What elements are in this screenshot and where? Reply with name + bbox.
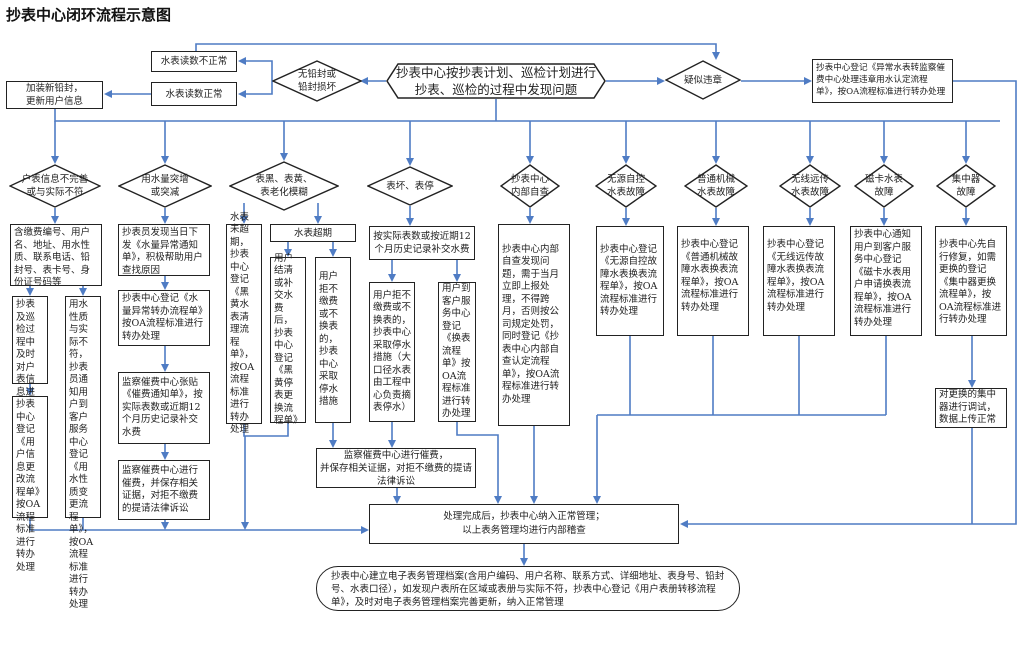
meter-expired-box: 水表超期 bbox=[270, 224, 356, 242]
decision-label: 集中器 故障 bbox=[951, 174, 981, 198]
start-hexagon-text: 抄表中心按抄表计划、巡检计划进行 抄表、巡检的过程中发现问题 bbox=[395, 65, 596, 97]
diagram-title: 抄表中心闭环流程示意图 bbox=[6, 6, 172, 24]
reading-normal-box: 水表读数正常 bbox=[151, 82, 237, 106]
decision-label: 表黑、表黄、 表老化模糊 bbox=[255, 174, 313, 198]
meter-blurry-decision: 表黑、表黄、 表老化模糊 bbox=[229, 161, 339, 211]
user-info-update-box: 抄表及巡检过程中及时对户表信息进行补充更新 bbox=[12, 296, 48, 435]
violation-action-box: 抄表中心登记《异常水表转监察催费中心处理违章用水认定流程单》，按OA流程标准进行… bbox=[812, 59, 953, 103]
magnetic-card-meter-box: 抄表中心通知用户到客户服务中心登记《磁卡水表用户申请换表流程单》，按OA流程标准… bbox=[850, 226, 922, 336]
decision-label: 无线远传 水表故障 bbox=[790, 174, 829, 198]
user-info-change-form-box: 抄表中心登记《用户信息更改流程单》按OA流程标准进行转办处理 bbox=[12, 396, 48, 573]
meter-broken-decision: 表坏、表停 bbox=[367, 166, 453, 206]
decision-label: 抄表中心 内部自查 bbox=[510, 174, 549, 198]
user-info-fields-box: 含缴费编号、用户名、地址、用水性质、联系电话、铅封号、表卡号、身份证号码等 bbox=[10, 224, 102, 288]
passive-meter-box: 抄表中心登记《无源自控故障水表换表流程单》，按OA流程标准进行转办处理 bbox=[596, 226, 664, 336]
usage-notice-box: 抄表员发现当日下发《水量异常通知单》，积极帮助用户查找原因 bbox=[118, 224, 210, 276]
mechanical-meter-box: 抄表中心登记《普通机械故障水表换表流程单》，按OA流程标准进行转办处理 bbox=[677, 226, 749, 336]
mechanical-meter-decision: 普通机械 水表故障 bbox=[684, 164, 748, 208]
decision-label: 户表信息不完善 或与实际不符 bbox=[21, 174, 89, 198]
add-seal-box: 加装新铅封， 更新用户信息 bbox=[6, 81, 103, 109]
decision-label: 普通机械 水表故障 bbox=[696, 174, 735, 198]
expired-collection-box: 监察催费中心进行催费， 并保存相关证据，对拒不缴费的提请法律诉讼 bbox=[316, 448, 476, 488]
connector-arrow bbox=[680, 80, 1017, 528]
usage-collection-notice-box: 监察催费中心张贴《催费通知单》，按实际表数或近期12个月历史记录补交水费 bbox=[118, 372, 210, 444]
decision-label: 磁卡水表 故障 bbox=[864, 174, 903, 198]
broken-meter-payment-box: 按实际表数或按近期12个月历史记录补交水费 bbox=[369, 226, 475, 260]
usage-change-decision: 用水量突增 或突减 bbox=[118, 164, 212, 208]
connector-line bbox=[243, 423, 289, 437]
usage-transfer-box: 抄表中心登记《水量异常转办流程单》按OA流程标准进行转办处理 bbox=[118, 290, 210, 346]
wireless-meter-box: 抄表中心登记《无线远传故障水表换表流程单》，按OA流程标准进行转办处理 bbox=[763, 226, 835, 336]
connector-arrow bbox=[456, 422, 502, 504]
passive-meter-decision: 无源自控 水表故障 bbox=[595, 164, 657, 208]
decision-label: 用水量突增 或突减 bbox=[141, 174, 189, 198]
connector-arrow bbox=[238, 57, 273, 81]
seal-decision: 无铅封或 铅封损坏 bbox=[272, 60, 362, 102]
broken-refuse-box: 用户拒不缴费或不换表的，抄表中心采取停水措施（大口径水表由工程中心负责摘表停水） bbox=[369, 282, 415, 422]
concentrator-repair-box: 抄表中心先自行修复，如需更换的登记《集中器更换流程单》，按OA流程标准进行转办处… bbox=[935, 226, 1007, 336]
archive-terminal: 抄表中心建立电子表务管理档案(含用户编码、用户名称、联系方式、详细地址、表身号、… bbox=[316, 566, 740, 611]
connector-line bbox=[54, 109, 1000, 122]
connector-arrow bbox=[29, 518, 369, 534]
user-info-decision: 户表信息不完善 或与实际不符 bbox=[9, 164, 101, 208]
self-check-box: 抄表中心内部自查发现问题，需于当月立即上报处理，不得跨月，否则按公司规定处罚，同… bbox=[498, 224, 570, 426]
start-hexagon: 抄表中心按抄表计划、巡检计划进行 抄表、巡检的过程中发现问题 bbox=[386, 63, 606, 99]
magnetic-card-decision: 磁卡水表 故障 bbox=[854, 164, 914, 208]
reading-abnormal-box: 水表读数不正常 bbox=[151, 51, 237, 72]
wireless-meter-decision: 无线远传 水表故障 bbox=[779, 164, 841, 208]
decision-label: 无源自控 水表故障 bbox=[606, 174, 645, 198]
completion-box: 处理完成后，抄表中心纳入正常管理； 以上表务管理均进行内部稽查 bbox=[369, 504, 679, 544]
concentrator-test-box: 对更换的集中器进行调试，数据上传正常 bbox=[935, 388, 1007, 428]
connector-arrow bbox=[238, 81, 273, 98]
expired-paid-box: 用户结清或补交水费后，抄表中心登记《黑黄停表更换流程单》 bbox=[270, 253, 306, 426]
self-check-decision: 抄表中心 内部自查 bbox=[500, 164, 560, 208]
concentrator-decision: 集中器 故障 bbox=[936, 164, 996, 208]
water-nature-change-box: 用水性质与实际不符，抄表员通知用户到客户服务中心登记《用水性质变更流程单》，按O… bbox=[65, 296, 101, 610]
broken-replace-box: 用户到客户服务中心登记《换表流程单》按OA流程标准进行转办处理 bbox=[438, 282, 476, 422]
connector-arrow bbox=[195, 43, 720, 60]
violation-decision: 疑似违章 bbox=[665, 60, 741, 100]
meter-not-expired-box: 水表未超期，抄表中心登记《黑黄水表清理流程单》，按OA流程标准进行转办处理 bbox=[226, 212, 262, 435]
decision-label: 表坏、表停 bbox=[386, 180, 434, 192]
expired-refuse-box: 用户拒不缴费或不换表的，抄表中心采取停水措施 bbox=[315, 257, 351, 423]
usage-collection-box: 监察催费中心进行催费，并保存相关证据，对拒不缴费的提请法律诉讼 bbox=[118, 460, 210, 520]
